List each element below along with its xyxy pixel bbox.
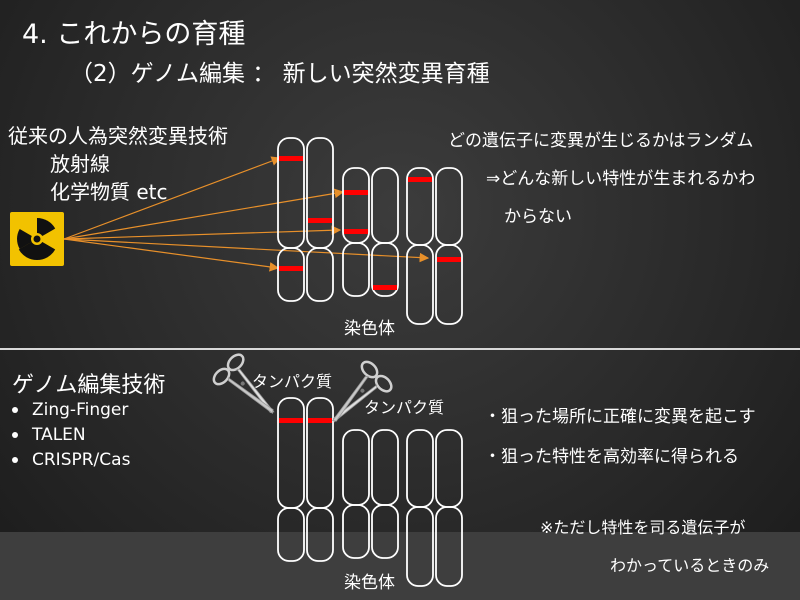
chromosome-top-3a-lower: [406, 244, 434, 325]
chromosome-bottom-2a-upper: [342, 429, 370, 506]
chromosome-top-2b-upper: [371, 167, 399, 244]
slide-subtitle: （2）ゲノム編集 ： 新しい突然変異育種: [70, 61, 490, 87]
chromosome-bottom-2a-lower: [342, 504, 370, 559]
technique-talen: TALEN: [12, 425, 86, 445]
mutation-mark: [279, 418, 303, 423]
technique-zinc-finger: Zing-Finger: [12, 400, 128, 420]
mutation-mark: [308, 218, 332, 223]
arrow-5: [63, 238, 280, 272]
chromosome-bottom-1b-lower: [306, 507, 334, 562]
mutation-mark: [408, 177, 432, 182]
chromosome-bottom-2b-upper: [371, 429, 399, 506]
mutation-mark: [373, 285, 397, 290]
chromosome-label-bottom: 染色体: [344, 573, 395, 593]
section-divider: [0, 348, 800, 350]
bottom-band: [0, 532, 800, 600]
mutation-mark: [279, 266, 303, 271]
point-efficient: ・狙った特性を高効率に得られる: [484, 447, 739, 467]
arrow-4: [63, 238, 430, 263]
genome-editing-heading: ゲノム編集技術: [12, 373, 166, 398]
targeted-mutations: [279, 418, 332, 423]
random-mutations: [279, 156, 461, 290]
chromosome-bottom-3b-lower: [435, 506, 463, 587]
protein-label-right: タンパク質: [364, 398, 445, 417]
technique-crispr: CRISPR/Cas: [12, 450, 130, 470]
chromosome-bottom-3a-upper: [406, 429, 434, 508]
arrow-2: [63, 188, 345, 240]
chromosome-bottom-1a-lower: [277, 507, 305, 562]
random-note-line1: どの遺伝子に変異が生じるかはランダム: [448, 131, 754, 151]
method-chemical: 化学物質 etc: [50, 180, 168, 204]
random-note-line2: ⇒どんな新しい特性が生まれるかわ: [486, 169, 756, 189]
arrow-1: [63, 156, 282, 240]
random-note-line3: からない: [504, 207, 572, 227]
chromosome-top-1b-lower: [306, 247, 334, 302]
chromosomes-top: [277, 137, 463, 325]
chromosome-top-3b-upper: [435, 167, 463, 246]
chromosome-top-3b-lower: [435, 244, 463, 325]
chromosome-top-2a-lower: [342, 242, 370, 297]
footnote-line1: ※ただし特性を司る遺伝子が: [540, 518, 746, 537]
chromosome-bottom-3b-upper: [435, 429, 463, 508]
mutation-mark: [344, 229, 368, 234]
point-precise: ・狙った場所に正確に変異を起こす: [484, 407, 756, 427]
chromosome-top-1a-lower: [277, 247, 305, 302]
chromosome-bottom-1a-upper: [277, 397, 305, 509]
chromosome-bottom-1b-upper: [306, 397, 334, 509]
mutation-mark: [437, 257, 461, 262]
arrow-3: [63, 225, 342, 240]
conventional-heading: 従来の人為突然変異技術: [8, 124, 228, 148]
scissors-icon: [332, 360, 393, 423]
chromosomes-bottom: [277, 397, 463, 587]
mutation-mark: [279, 156, 303, 161]
slide-title: 4. これからの育種: [22, 19, 246, 50]
mutation-mark: [344, 190, 368, 195]
chromosome-bottom-2b-lower: [371, 504, 399, 559]
chromosome-label-top: 染色体: [344, 319, 395, 339]
mutation-mark: [308, 418, 332, 423]
footnote-line2: わかっているときのみ: [610, 556, 770, 575]
method-radiation: 放射線: [50, 152, 110, 176]
radiation-arrows: [63, 156, 430, 272]
radiation-hazard-icon: [10, 212, 64, 266]
protein-label-left: タンパク質: [252, 372, 333, 391]
chromosome-top-2b-lower: [371, 242, 399, 297]
chromosome-bottom-3a-lower: [406, 506, 434, 587]
scissors-icon: [212, 353, 275, 414]
